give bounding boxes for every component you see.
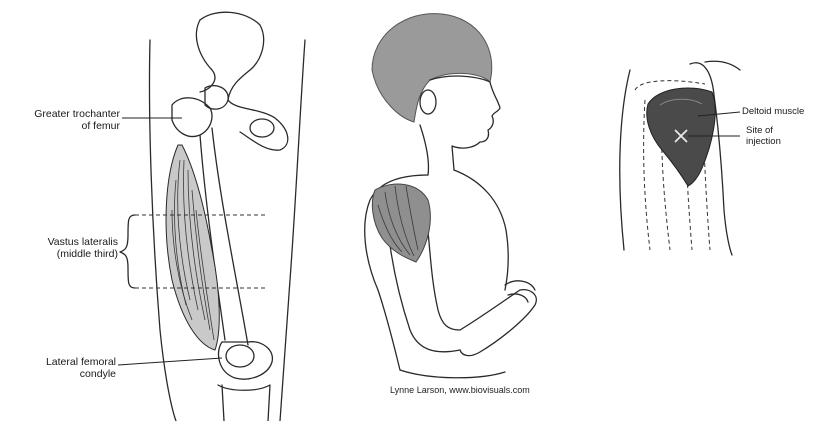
child-chest <box>454 170 508 290</box>
child-deltoid-panel: Lynne Larson, www.biovisuals.com <box>330 0 590 421</box>
label-line: Greater trochanter <box>20 108 120 120</box>
shoulder-illustration <box>590 0 817 421</box>
child-illustration <box>330 0 590 421</box>
child-hair <box>372 14 492 122</box>
vastus-lateralis-label: Vastus lateralis (middle third) <box>18 236 118 260</box>
child-ear <box>420 90 436 114</box>
shoulder-outline-back <box>620 70 630 250</box>
condyle-leader-line <box>118 358 222 365</box>
child-forearm <box>460 290 536 356</box>
label-line: Site of <box>746 125 781 136</box>
child-deltoid-muscle <box>372 184 430 262</box>
deltoid-muscle-label: Deltoid muscle <box>742 106 804 117</box>
illustration-credit: Lynne Larson, www.biovisuals.com <box>390 385 530 395</box>
obturator-foramen <box>250 119 274 137</box>
thigh-anatomy-panel: Greater trochanter of femur Vastus later… <box>0 0 330 421</box>
label-line: of femur <box>20 120 120 132</box>
label-line: condyle <box>16 368 116 380</box>
pelvis-bone <box>200 12 288 150</box>
greater-trochanter <box>172 98 212 137</box>
greater-trochanter-label: Greater trochanter of femur <box>20 108 120 132</box>
label-line: injection <box>746 136 781 147</box>
middle-third-brace <box>120 215 135 288</box>
leg-outline-right <box>280 40 305 421</box>
shoulder-outline-top <box>705 61 740 70</box>
label-line: Vastus lateralis <box>18 236 118 248</box>
child-waist <box>400 370 505 378</box>
label-line: (middle third) <box>18 248 118 260</box>
lateral-femoral-condyle-label: Lateral femoral condyle <box>16 356 116 380</box>
patella <box>226 345 254 367</box>
label-line: Lateral femoral <box>16 356 116 368</box>
child-neck-back <box>420 125 428 175</box>
deltoid-injection-panel: Deltoid muscle Site of injection <box>590 0 817 421</box>
tibia-top <box>218 385 270 421</box>
pelvis-bone-inner <box>196 20 214 92</box>
child-face <box>430 76 500 170</box>
site-of-injection-label: Site of injection <box>746 125 781 147</box>
